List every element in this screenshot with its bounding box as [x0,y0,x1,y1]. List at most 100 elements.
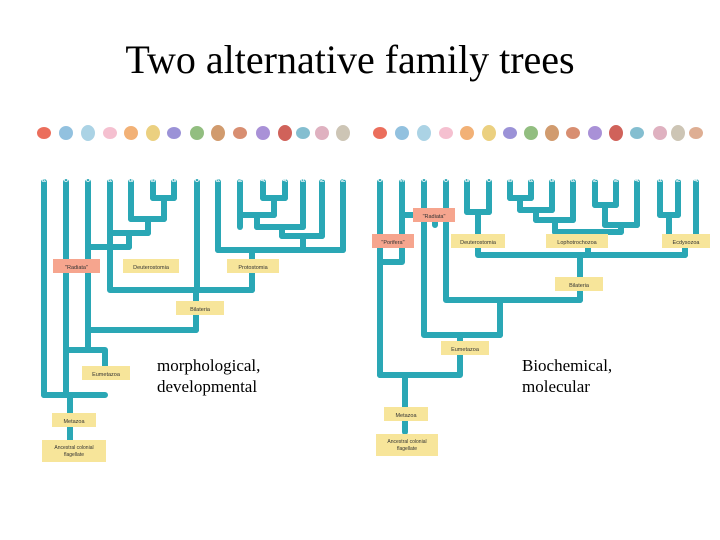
left-node-bilateria-label: Bilateria [190,307,211,313]
organism-icon [524,126,538,140]
organism-icon [146,125,160,141]
organism-icon [167,127,181,139]
left-tip-labels: Porifera Cnidaria Ctenophora Phoronida Ectop… [42,142,347,182]
organism-icon [439,127,453,139]
left-tip-label: Annelida [261,160,267,182]
right-tip-label: Annelida [635,160,641,182]
right-tree-caption: Biochemical, molecular [522,356,613,396]
organism-icon [373,127,387,139]
left-organism-strip [37,125,350,141]
left-node-metazoa: Metazoa [52,413,96,427]
right-tip-label: Platyhelminthes [571,142,577,182]
right-tip-labels: Calcarea Silicea Ctenophora Cnidaria Echinod… [378,142,700,182]
organism-icon [296,127,310,139]
left-node-deuterostomia: Deuterostomia [123,259,179,273]
organism-icon [689,127,703,139]
right-tip-label: Rotifera [658,162,664,182]
left-node-bilateria: Bilateria [176,301,224,315]
organism-icon [336,125,350,141]
right-tip-label: Mollusca [614,160,620,182]
right-tip-label: Cnidaria [444,161,450,182]
organism-icon [315,126,329,140]
right-node-eumetazoa-label: Eumetazoa [451,347,480,353]
organism-icon [233,127,247,139]
right-node-porifera: "Porifera" [372,234,414,248]
left-tip-label: Rotifera [301,162,307,182]
organism-icon [588,126,602,140]
organism-icon [653,126,667,140]
right-tip-label: Echinodermata [465,144,471,182]
right-node-porifera-label: "Porifera" [381,240,404,246]
organism-icon [59,126,73,140]
left-tip-label: Brachiopoda [151,150,157,182]
right-node-radiata-label: "Radiata" [423,214,446,220]
right-tip-label: Nemertea [593,158,599,182]
right-tip-label: Brachiopoda [508,150,514,182]
left-tip-label: Nemertea [320,158,326,182]
left-tree-caption: morphological, developmental [157,356,261,396]
right-node-lophotrochozoa-label: Lophotrochozoa [557,240,597,246]
left-tip-label: Ectoprocta [129,155,135,182]
left-node-eumetazoa: Eumetazoa [82,366,130,380]
left-node-deuterostomia-label: Deuterostomia [133,265,170,271]
right-tip-label: Nematoda [676,157,682,182]
right-node-eumetazoa: Eumetazoa [441,341,489,355]
organism-icon [37,127,51,139]
right-node-metazoa: Metazoa [384,407,428,421]
left-tip-label: Chordata [195,159,201,182]
left-tip-label: Cnidaria [64,161,70,182]
right-node-bilateria: Bilateria [555,277,603,291]
left-node-metazoa-label: Metazoa [63,419,85,425]
organism-icon [566,127,580,139]
organism-icon [256,126,270,140]
organism-icon [545,125,559,141]
organism-icon [81,125,95,141]
right-tip-label: Ectoprocta [550,155,556,182]
left-tip-label: Phoronida [108,156,114,182]
right-tip-label: Ctenophora [422,153,428,182]
right-node-bilateria-label: Bilateria [569,283,590,289]
left-tip-label: Ctenophora [86,153,92,182]
right-tip-label: Phoronida [529,156,535,182]
page-title: Two alternative family trees [125,37,575,82]
left-tip-label: Echinodermata [172,144,178,182]
organism-icon [671,125,685,141]
right-node-ecdysozoa: Ecdysozoa [662,234,710,248]
left-tip-label: Arthropoda [283,154,289,182]
organism-icon [278,125,292,141]
organism-icon [630,127,644,139]
right-node-ecdysozoa-label: Ecdysozoa [673,240,701,246]
left-node-radiata-label: "Radiata" [65,265,88,271]
left-tip-label: Platyhelminthes [216,142,222,182]
left-node-protostomia-label: Protostomia [238,265,268,271]
organism-icon [609,125,623,141]
right-tip-label: Silicea [400,165,406,182]
left-node-eumetazoa-label: Eumetazoa [92,372,121,378]
organism-icon [503,127,517,139]
right-node-deuterostomia: Deuterostomia [451,234,505,248]
right-tip-label: Chordata [487,159,493,182]
organism-icon [482,125,496,141]
right-node-metazoa-label: Metazoa [395,413,417,419]
right-node-deuterostomia-label: Deuterostomia [460,240,497,246]
organism-icon [103,127,117,139]
left-tip-label: Porifera [42,162,48,182]
organism-icon [460,126,474,140]
right-organism-strip [373,125,703,141]
organism-icon [124,126,138,140]
right-tip-label: Calcarea [378,160,384,182]
organism-icon [211,125,225,141]
left-tip-label: Mollusca [238,160,244,182]
left-tree-branches [41,179,346,451]
left-node-radiata: "Radiata" [53,259,100,273]
left-node-protostomia: Protostomia [227,259,279,273]
right-node-lophotrochozoa: Lophotrochozoa [546,234,608,248]
organism-icon [190,126,204,140]
right-tip-label: Arthropoda [694,154,700,182]
organism-icon [395,126,409,140]
